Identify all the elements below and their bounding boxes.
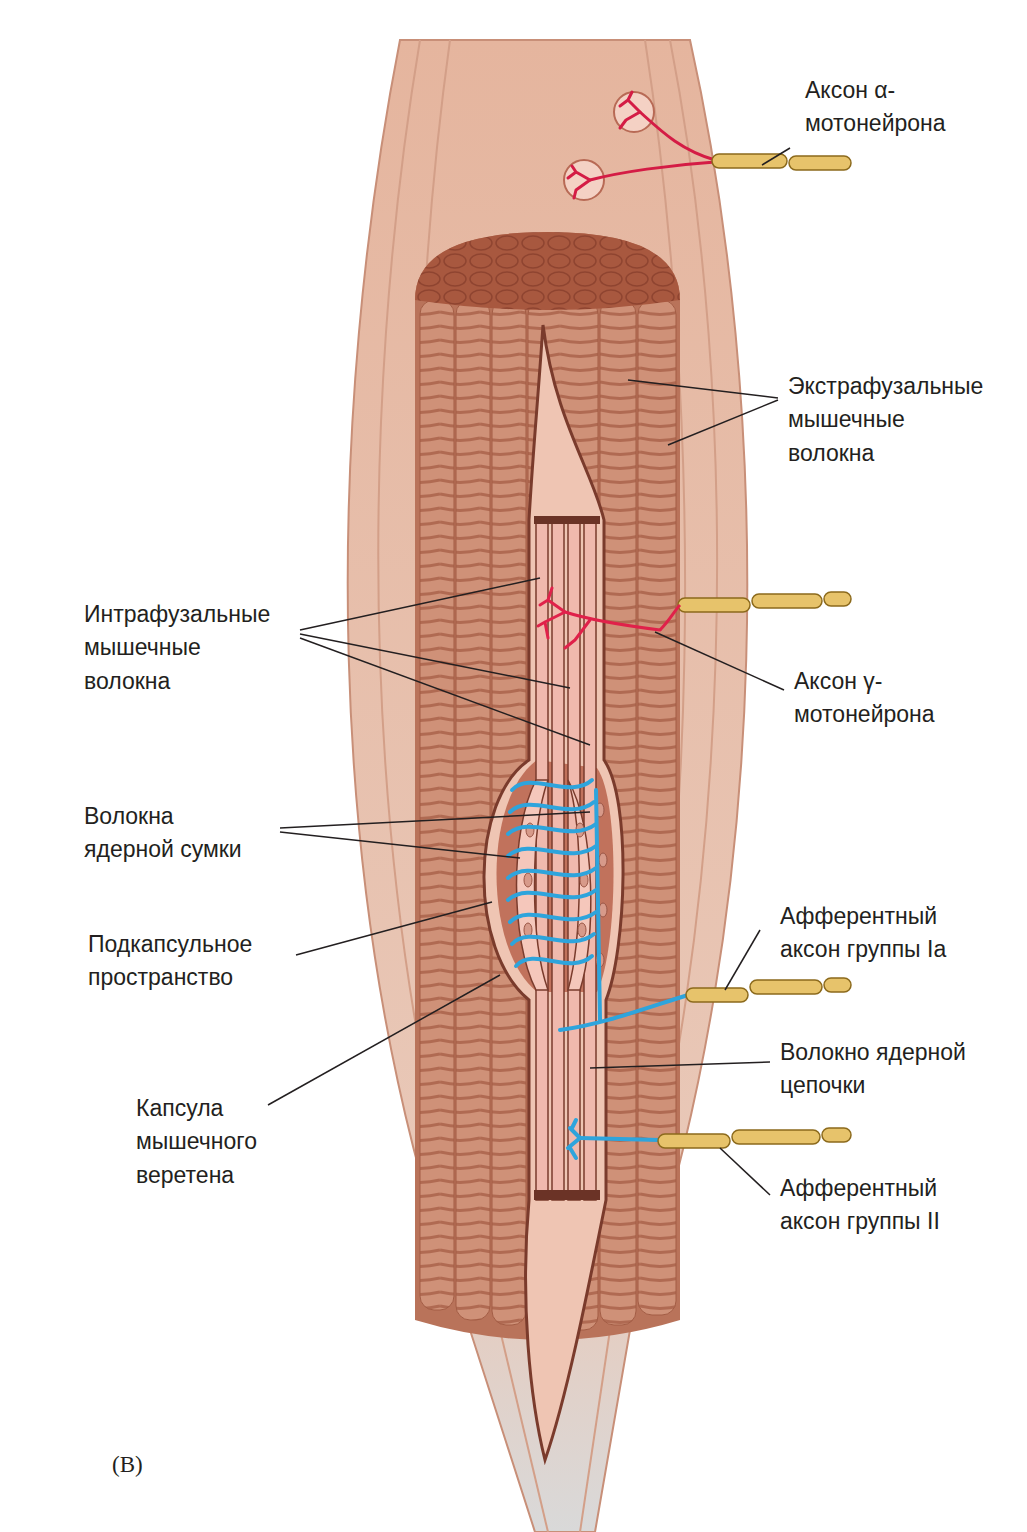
capsule-end (534, 1190, 600, 1200)
alpha-endplates (564, 92, 715, 200)
gamma-axon (660, 605, 680, 630)
capsule-end (534, 516, 600, 524)
part-label: Афферентный аксон группы II (780, 1172, 1000, 1239)
annulospiral-ending (508, 780, 688, 1030)
part-label: Подкапсульное пространство (88, 928, 252, 995)
part-label: Афферентный аксон группы Ia (780, 900, 1000, 967)
part-label: Волокно ядерной цепочки (780, 1036, 1010, 1103)
fiber-cross-section (415, 232, 680, 310)
part-label: Аксон γ-мотонейрона (794, 665, 1004, 732)
spindle-capsule (484, 325, 623, 1460)
part-label: Волокна ядерной сумки (84, 800, 264, 867)
part-label: Интрафузальные мышечные волокна (84, 598, 270, 698)
part-label: Экстрафузальные мышечные волокна (788, 370, 983, 470)
leader-lines (268, 148, 790, 1195)
gamma-ending (538, 588, 660, 648)
panel-letter: (B) (112, 1448, 143, 1481)
intrafusal-fibers (517, 520, 597, 1200)
muscle-body (348, 40, 748, 1532)
flower-spray-ending (568, 1120, 660, 1158)
part-label: Аксон α-мотонейрона (805, 74, 1015, 141)
muscle-surface-lines (378, 40, 717, 1532)
part-label: Капсула мышечного веретена (136, 1092, 257, 1192)
myelinated-axons (658, 154, 851, 1148)
